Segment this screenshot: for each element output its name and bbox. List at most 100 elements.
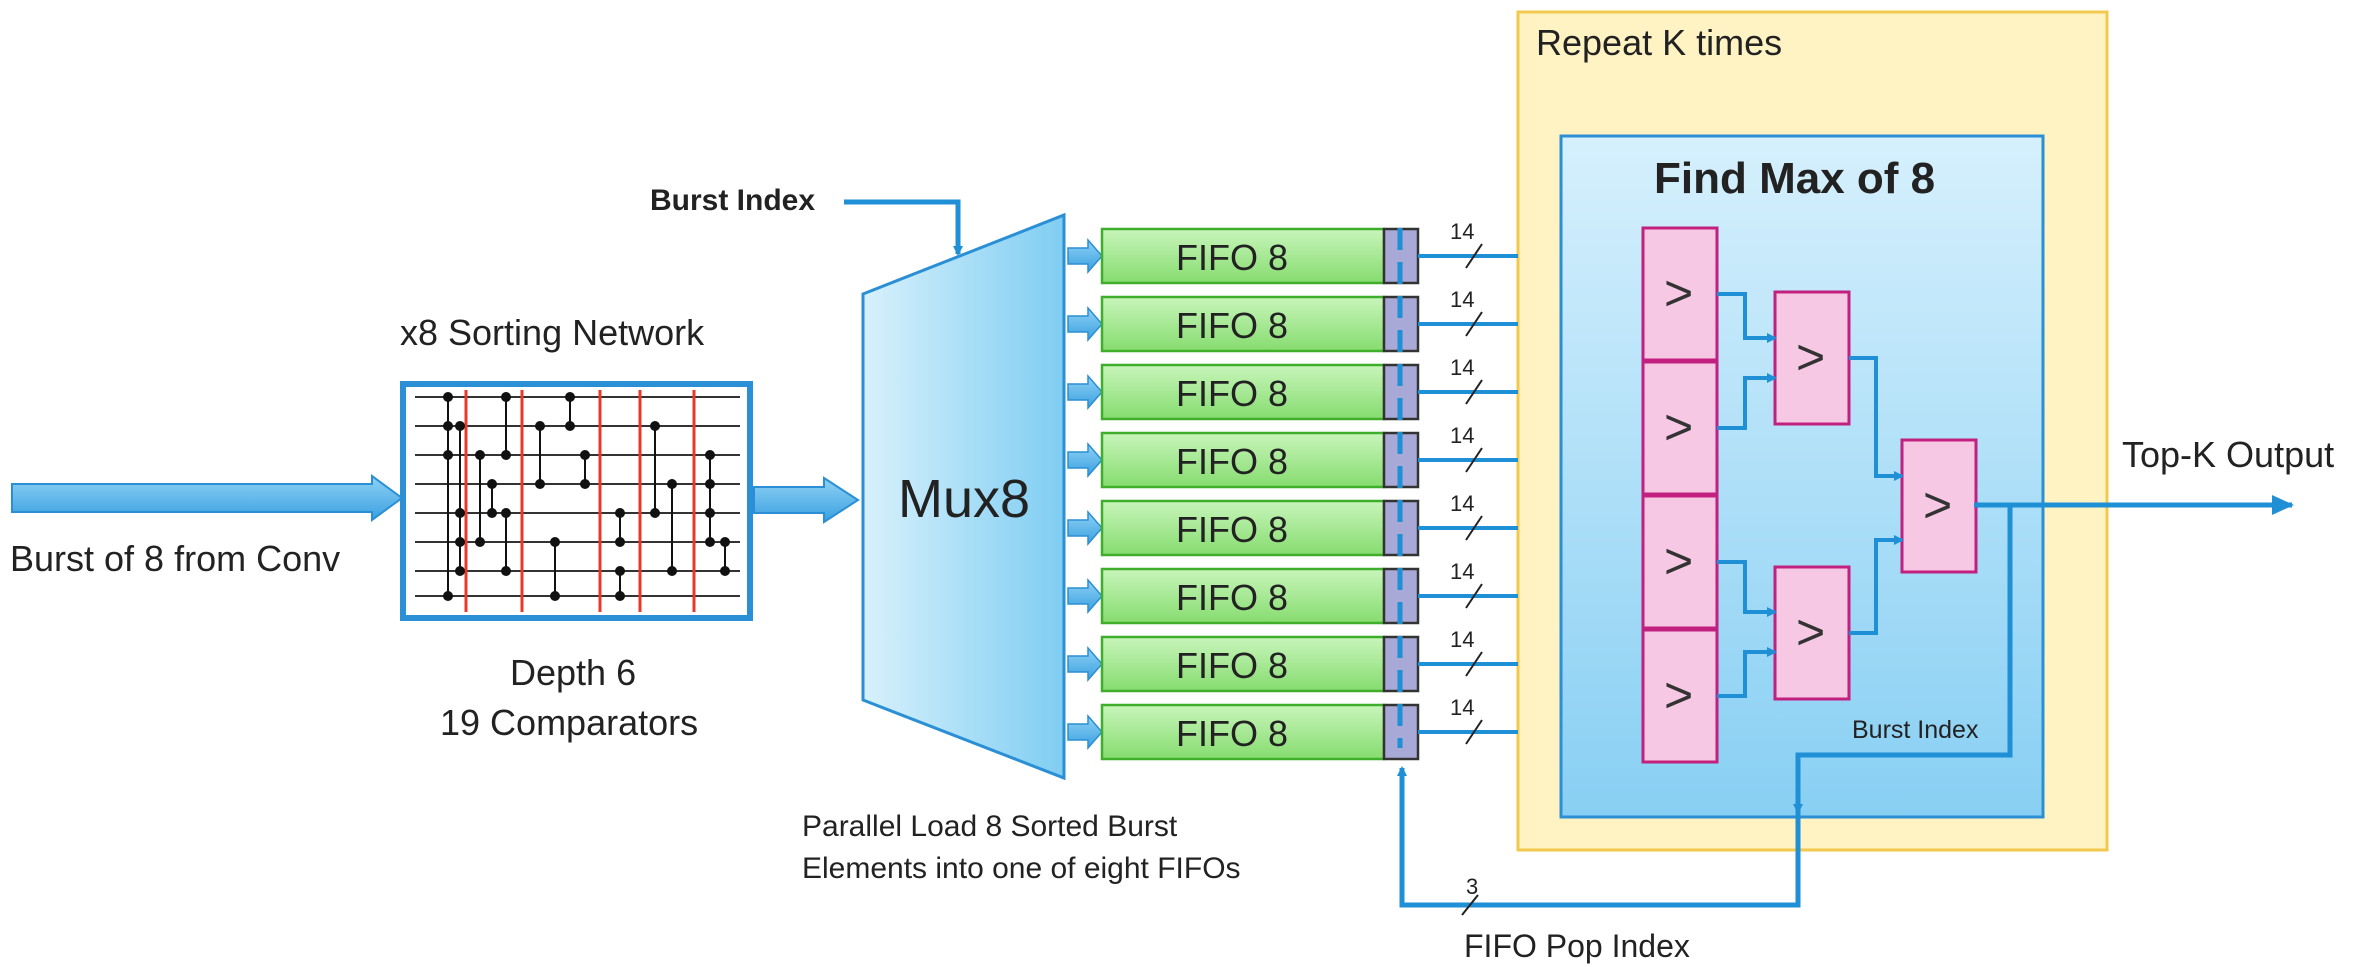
fifo-bus-width-label: 14 <box>1450 287 1475 312</box>
cmp-wire <box>1717 292 1777 343</box>
fifo-input-arrow <box>1067 238 1103 274</box>
bus-width-slash <box>1465 583 1483 609</box>
sorting-depth-label: Depth 6 <box>510 652 637 693</box>
pop-bus-slash <box>1461 894 1479 916</box>
comparator-node <box>720 537 730 547</box>
comparator-node <box>667 479 677 489</box>
findmax-burst-index-label: Burst Index <box>1852 716 1979 744</box>
max-comparator-stage1-1-symbol: > <box>1664 399 1694 455</box>
comparator-node <box>455 421 465 431</box>
max-comparator-stage3-symbol: > <box>1923 477 1953 533</box>
burst-index-feedback-path <box>1397 505 2013 908</box>
max-comparator-stage2-0 <box>1773 290 1851 426</box>
comparator-node <box>615 537 625 547</box>
pop-bus-width-label: 3 <box>1466 874 1479 899</box>
comparator-node <box>443 421 453 431</box>
comparator-node <box>475 537 485 547</box>
sorting-network-box <box>400 381 753 621</box>
comparator-node <box>550 591 560 601</box>
bus-width-slash <box>1465 243 1483 269</box>
fifo-label: FIFO 8 <box>1176 577 1289 618</box>
bus-width-slash <box>1465 515 1483 541</box>
fifo-body <box>1100 635 1386 693</box>
cmp-wire <box>1717 373 1777 430</box>
fifo-label: FIFO 8 <box>1176 237 1289 278</box>
sorting-network-wires <box>415 390 740 612</box>
comparator-node <box>475 450 485 460</box>
mux8-label: Mux8 <box>898 469 1031 529</box>
cmp-wire <box>1849 535 1904 635</box>
fifo-bus-width-label: 14 <box>1450 695 1475 720</box>
fifo-input-arrow <box>1067 510 1103 546</box>
comparator-node <box>650 508 660 518</box>
comparator-node <box>443 392 453 402</box>
cmp-wire <box>1717 560 1777 617</box>
comparator-node <box>705 479 715 489</box>
fifo-label: FIFO 8 <box>1176 373 1289 414</box>
max-comparator-stage1-1 <box>1641 360 1719 496</box>
fifo-bus-width-label: 14 <box>1450 491 1475 516</box>
comparator-node <box>705 537 715 547</box>
fifo-label: FIFO 8 <box>1176 509 1289 550</box>
cmp-wire <box>1849 356 1904 481</box>
comparator-node <box>501 566 511 576</box>
max-comparator-stage1-0-symbol: > <box>1664 265 1694 321</box>
sorter-to-mux-arrow <box>753 476 860 524</box>
comparator-node <box>705 450 715 460</box>
fifo-body <box>1100 567 1386 625</box>
fifo-input-arrow <box>1067 714 1103 750</box>
fifo-label: FIFO 8 <box>1176 305 1289 346</box>
fifo-pop-index-label: FIFO Pop Index <box>1464 928 1690 964</box>
fifo-input-arrow <box>1067 374 1103 410</box>
comparator-node <box>535 479 545 489</box>
max-comparator-stage1-3-symbol: > <box>1664 667 1694 723</box>
comparator-node <box>455 508 465 518</box>
fifo-body <box>1100 703 1386 761</box>
comparator-node <box>501 450 511 460</box>
comparator-node <box>580 479 590 489</box>
bus-width-slash <box>1465 447 1483 473</box>
fifo-input-arrow <box>1067 578 1103 614</box>
bus-width-slash <box>1465 379 1483 405</box>
max-comparator-stage2-0-symbol: > <box>1796 329 1826 385</box>
parallel-load-line2: Elements into one of eight FIFOs <box>802 852 1241 885</box>
fifo-bus-width-label: 14 <box>1450 559 1475 584</box>
fifo-input-arrow <box>1067 306 1103 342</box>
fifo-body <box>1100 499 1386 557</box>
comparator-node <box>565 421 575 431</box>
comparator-node <box>487 508 497 518</box>
fifo-body <box>1100 295 1386 353</box>
fifo-label: FIFO 8 <box>1176 645 1289 686</box>
max-comparator-stage2-1 <box>1773 565 1851 701</box>
mux8-block <box>861 212 1066 781</box>
input-label: Burst of 8 from Conv <box>10 538 341 579</box>
comparator-node <box>535 421 545 431</box>
comparator-node <box>615 591 625 601</box>
burst-index-top-label: Burst Index <box>650 184 816 217</box>
bus-width-slash <box>1465 719 1483 745</box>
comparator-node <box>443 450 453 460</box>
comparator-node <box>455 566 465 576</box>
findmax-network <box>1641 226 1978 764</box>
comparator-node <box>501 508 511 518</box>
fifo-bus-width-label: 14 <box>1450 423 1475 448</box>
max-comparator-stage1-3 <box>1641 628 1719 764</box>
fifo-input-arrow <box>1067 442 1103 478</box>
findmax-title: Find Max of 8 <box>1654 154 1936 203</box>
comparator-node <box>550 537 560 547</box>
fifo-input-arrow <box>1067 646 1103 682</box>
fifo-label: FIFO 8 <box>1176 713 1289 754</box>
comparator-node <box>487 479 497 489</box>
max-comparator-stage1-2-symbol: > <box>1664 533 1694 589</box>
cmp-wire <box>1717 647 1777 698</box>
sorting-network-title: x8 Sorting Network <box>400 312 705 353</box>
fifo-stack <box>1067 227 1518 761</box>
max-comparator-stage3 <box>1900 438 1978 574</box>
comparator-node <box>443 591 453 601</box>
fifo-body <box>1100 363 1386 421</box>
parallel-load-line1: Parallel Load 8 Sorted Burst <box>802 810 1178 843</box>
comparator-node <box>720 566 730 576</box>
comparator-node <box>501 392 511 402</box>
max-comparator-stage1-0 <box>1641 226 1719 362</box>
